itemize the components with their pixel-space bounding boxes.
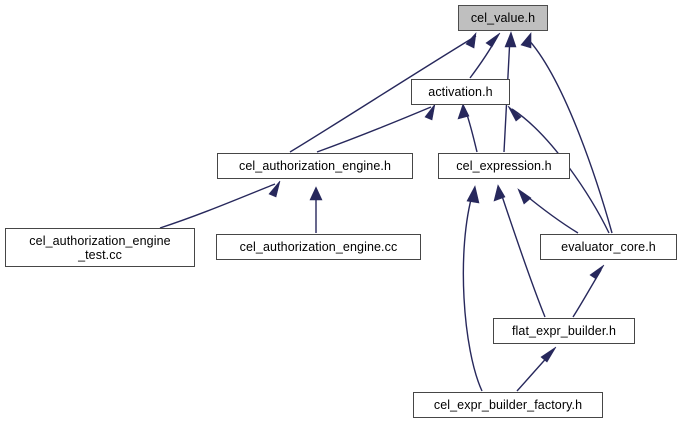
graph-node-evaluator_core[interactable]: evaluator_core.h	[540, 234, 677, 260]
arrowhead-cel_authorization_engine_h-to-activation	[424, 103, 436, 121]
graph-node-label-cel_authorization_engine_cc: cel_authorization_engine.cc	[239, 240, 398, 254]
graph-node-cel_authorization_engine_cc[interactable]: cel_authorization_engine.cc	[216, 234, 421, 260]
edge-evaluator_core-to-cel_expression	[522, 192, 579, 234]
graph-node-label-flat_expr_builder: flat_expr_builder.h	[511, 324, 617, 338]
arrowhead-cel_expression-to-activation	[457, 103, 470, 120]
arrowhead-cel_expr_builder_factory-to-cel_expression	[466, 185, 480, 204]
arrowhead-cel_authorization_engine_h-to-cel_value	[465, 32, 477, 49]
graph-node-label-cel_expression: cel_expression.h	[456, 159, 552, 173]
arrowhead-evaluator_core-to-cel_value	[520, 32, 532, 49]
arrowhead-cel_authorization_engine_test-to-cel_authorization_engine_h	[268, 180, 281, 198]
graph-node-cel_expression[interactable]: cel_expression.h	[438, 153, 570, 179]
edge-evaluator_core-to-cel_value	[526, 37, 613, 234]
graph-node-activation[interactable]: activation.h	[411, 79, 510, 105]
arrowhead-evaluator_core-to-cel_expression	[517, 188, 532, 205]
graph-node-cel_value[interactable]: cel_value.h	[458, 5, 548, 31]
arrowhead-evaluator_core-to-activation	[507, 105, 522, 122]
edge-cel_authorization_engine_test-to-cel_authorization_engine_h	[159, 183, 276, 229]
graph-node-cel_authorization_engine_h[interactable]: cel_authorization_engine.h	[217, 153, 413, 179]
edge-cel_authorization_engine_h-to-cel_value	[289, 35, 477, 153]
arrowhead-cel_expression-to-cel_value	[504, 31, 517, 48]
arrowhead-cel_authorization_engine_cc-to-cel_authorization_engine_h	[309, 186, 323, 201]
edge-cel_authorization_engine_h-to-activation	[316, 106, 432, 153]
arrowhead-cel_expr_builder_factory-to-flat_expr_builder	[540, 346, 557, 363]
arrowhead-flat_expr_builder-to-cel_expression	[493, 184, 506, 202]
graph-node-flat_expr_builder[interactable]: flat_expr_builder.h	[493, 318, 635, 344]
graph-node-cel_expr_builder_factory[interactable]: cel_expr_builder_factory.h	[413, 392, 603, 418]
graph-node-label-cel_authorization_engine_h: cel_authorization_engine.h	[238, 159, 392, 173]
graph-node-label-activation: activation.h	[428, 85, 493, 99]
graph-node-label-cel_value: cel_value.h	[470, 11, 536, 25]
edge-flat_expr_builder-to-cel_expression	[499, 189, 546, 318]
graph-node-cel_authorization_engine_test[interactable]: cel_authorization_engine _test.cc	[5, 228, 195, 267]
graph-node-label-cel_authorization_engine_test: cel_authorization_engine _test.cc	[29, 233, 171, 262]
edge-cel_expr_builder_factory-to-cel_expression	[462, 191, 483, 392]
graph-node-label-cel_expr_builder_factory: cel_expr_builder_factory.h	[433, 398, 583, 412]
arrowhead-activation-to-cel_value	[485, 32, 501, 48]
arrowhead-flat_expr_builder-to-evaluator_core	[589, 264, 605, 280]
graph-node-label-evaluator_core: evaluator_core.h	[561, 240, 656, 254]
